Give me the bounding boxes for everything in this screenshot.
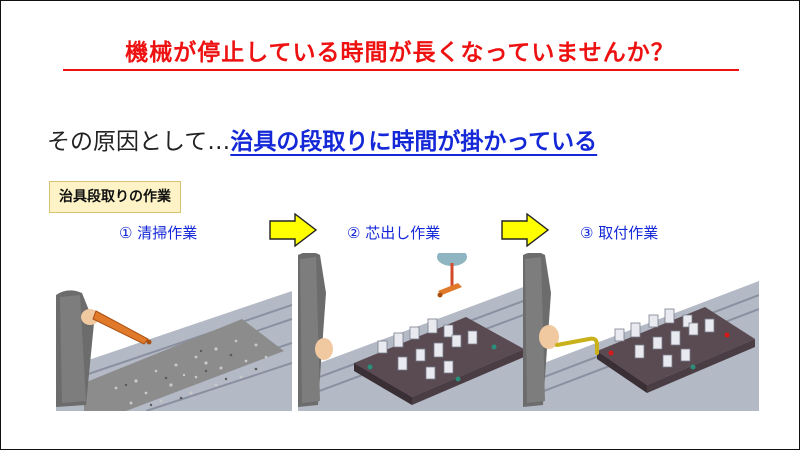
image-cleaning [56, 253, 292, 411]
image-mounting [523, 253, 759, 411]
right-arrow-icon [269, 213, 317, 247]
cause-highlight: 治具の段取りに時間が掛かっている [230, 129, 598, 155]
cause-line: その原因として…治具の段取りに時間が掛かっている [47, 122, 597, 156]
step-label-centering: ② 芯出し作業 [347, 224, 441, 242]
section-label: 治具段取りの作業 [49, 181, 181, 213]
title-underline [63, 69, 739, 71]
image-centering [298, 253, 534, 411]
step-label-mounting: ③ 取付作業 [580, 224, 659, 242]
right-arrow-icon [501, 213, 549, 247]
slide-title: 機械が停止している時間が長くなっていませんか？ [125, 40, 675, 66]
cause-prefix: その原因として… [47, 129, 231, 155]
step-label-cleaning: ① 清掃作業 [119, 224, 198, 242]
